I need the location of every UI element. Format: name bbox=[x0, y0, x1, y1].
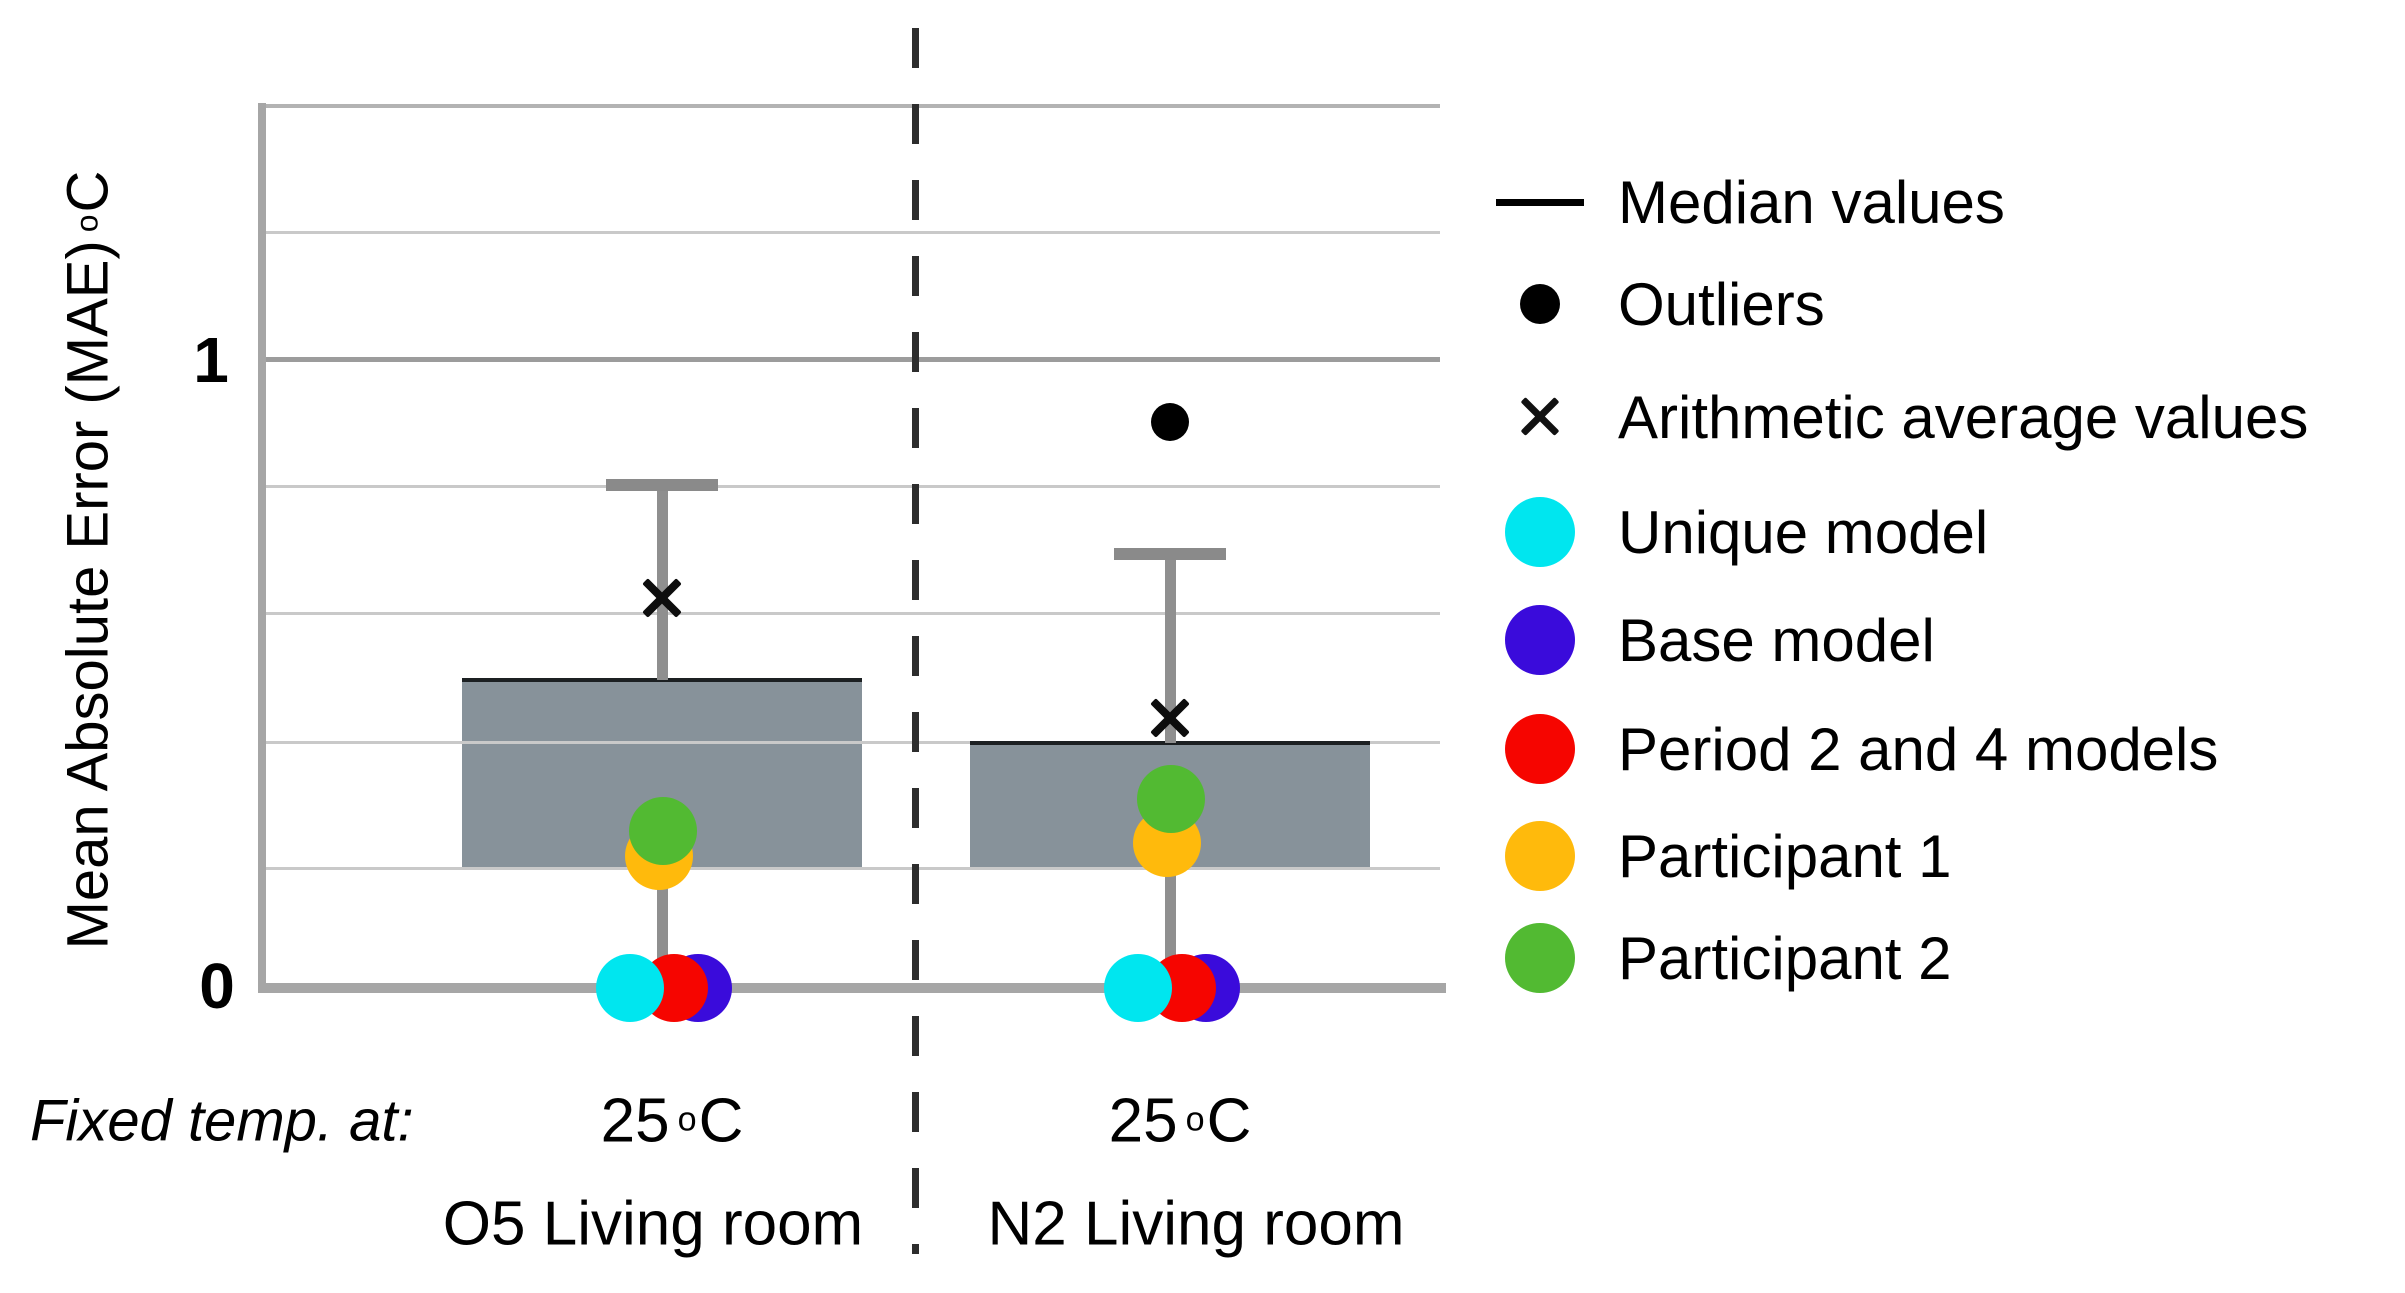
degree-symbol: o bbox=[1185, 1100, 1205, 1139]
y-axis-title-text: Mean Absolute Error (MAE) bbox=[55, 240, 121, 950]
legend-item-outliers: Outliers bbox=[1492, 262, 1825, 346]
point-participant2-n2 bbox=[1137, 765, 1205, 834]
legend-label: Median values bbox=[1618, 168, 2005, 236]
whisker-upper-n2 bbox=[1164, 553, 1176, 743]
degree-symbol: o bbox=[68, 214, 105, 233]
participant-1-icon bbox=[1505, 821, 1575, 891]
y-tick-0: 0 bbox=[199, 950, 235, 1022]
y-axis-title: Mean Absolute Error (MAE) oC bbox=[55, 171, 122, 950]
legend-item-median: Median values bbox=[1492, 160, 2005, 244]
legend-item-unique-model: Unique model bbox=[1492, 490, 1988, 574]
legend-item-participant-1: Participant 1 bbox=[1492, 814, 1952, 898]
gridline bbox=[262, 485, 1440, 488]
participant-2-icon bbox=[1505, 923, 1575, 993]
legend-label: Outliers bbox=[1618, 270, 1825, 338]
gridline bbox=[262, 612, 1440, 615]
legend-item-average: Arithmetic average values bbox=[1492, 375, 2308, 459]
legend-label: Arithmetic average values bbox=[1618, 383, 2309, 451]
category-label-o5: O5 Living room bbox=[442, 1189, 864, 1259]
unique-model-icon bbox=[1505, 497, 1575, 567]
legend-item-participant-2: Participant 2 bbox=[1492, 916, 1952, 1000]
y-axis-unit: C bbox=[55, 170, 121, 213]
whisker-lower-n2 bbox=[1164, 868, 1176, 988]
base-model-icon bbox=[1505, 605, 1575, 675]
legend-label: Base model bbox=[1618, 606, 1935, 674]
legend-item-period-models: Period 2 and 4 models bbox=[1492, 707, 2218, 791]
median-line-n2 bbox=[970, 740, 1370, 745]
whisker-lower-o5 bbox=[656, 868, 668, 988]
y-tick-1: 1 bbox=[193, 324, 229, 396]
median-line-icon bbox=[1496, 198, 1584, 206]
fixed-temp-prefix-label: Fixed temp. at: bbox=[30, 1088, 414, 1154]
plot-top-border bbox=[262, 104, 1440, 108]
period-models-icon bbox=[1505, 714, 1575, 784]
legend-label: Period 2 and 4 models bbox=[1618, 715, 2219, 783]
outlier-n2 bbox=[1151, 402, 1189, 441]
degree-symbol: o bbox=[677, 1100, 697, 1139]
point-unique_model-o5 bbox=[596, 954, 664, 1022]
y-axis-line bbox=[258, 103, 266, 993]
mean-marker-o5 bbox=[638, 574, 686, 622]
legend-label: Participant 2 bbox=[1618, 924, 1952, 992]
whisker-upper-o5 bbox=[656, 484, 668, 680]
median-line-o5 bbox=[462, 677, 862, 682]
whisker-cap-o5 bbox=[606, 478, 718, 491]
legend-label: Unique model bbox=[1618, 498, 1989, 566]
gridline bbox=[262, 357, 1440, 362]
x-axis-line bbox=[258, 983, 1446, 993]
whisker-cap-n2 bbox=[1114, 547, 1226, 560]
gridline bbox=[262, 867, 1440, 870]
point-participant2-o5 bbox=[629, 796, 697, 865]
gridline bbox=[262, 741, 1440, 744]
outlier-dot-icon bbox=[1520, 284, 1560, 324]
mean-marker-n2 bbox=[1146, 694, 1194, 742]
gridline bbox=[262, 231, 1440, 234]
legend-item-base-model: Base model bbox=[1492, 598, 1935, 682]
category-label-n2: N2 Living room bbox=[987, 1189, 1405, 1259]
point-unique_model-n2 bbox=[1104, 954, 1172, 1022]
group-separator-dashed-line bbox=[912, 28, 919, 1254]
legend-label: Participant 1 bbox=[1618, 822, 1952, 890]
x-marker-icon bbox=[1516, 393, 1564, 441]
